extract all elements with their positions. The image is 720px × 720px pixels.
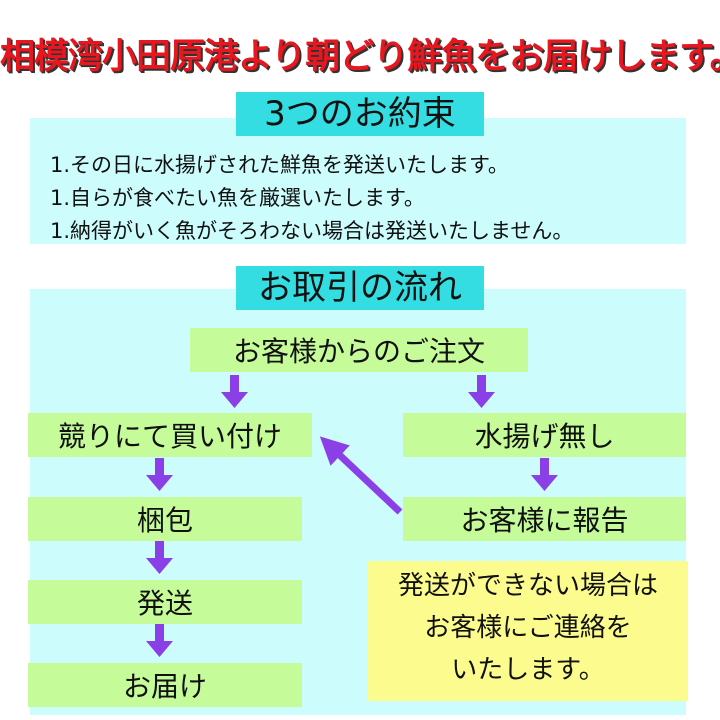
note-line: お客様にご連絡を	[424, 613, 632, 643]
no-shipping-note: 発送ができない場合は お客様にご連絡を いたします。	[368, 561, 688, 701]
flow-title: お取引の流れ	[236, 266, 484, 310]
promise-item: 1.納得がいく魚がそろわない場合は発送いたしません。	[50, 219, 574, 243]
step-report-customer: お客様に報告	[403, 497, 686, 541]
step-delivery: お届け	[28, 663, 302, 707]
promise-item: 1.自らが食べたい魚を厳選いたします。	[50, 186, 425, 210]
promise-item: 1.その日に水揚げされた鮮魚を発送いたします。	[50, 153, 509, 177]
step-auction-buy: 競りにて買い付け	[28, 413, 312, 457]
headline: 相模湾小田原港より朝どり鮮魚をお届けします。	[0, 37, 720, 77]
note-line: 発送ができない場合は	[397, 571, 658, 601]
step-packing: 梱包	[28, 497, 302, 541]
promises-panel	[30, 118, 686, 244]
step-order: お客様からのご注文	[190, 328, 528, 372]
note-line: いたします。	[451, 655, 605, 685]
step-no-catch: 水揚げ無し	[403, 413, 686, 457]
step-shipping: 発送	[28, 580, 302, 624]
promises-title: 3つのお約束	[236, 92, 484, 136]
